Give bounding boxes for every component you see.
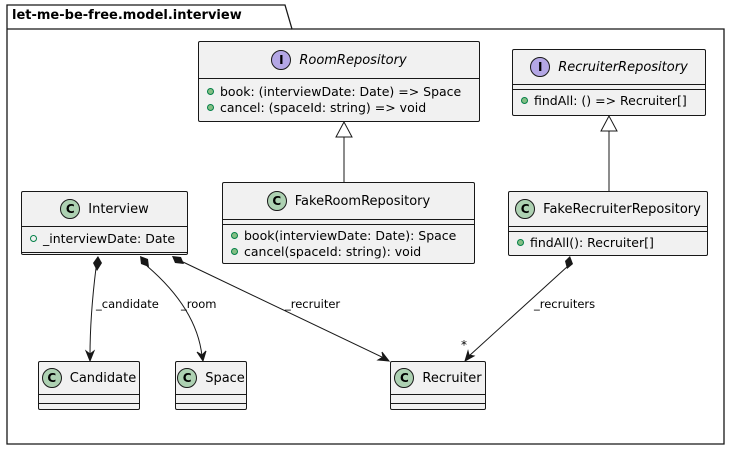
member-row: cancel: (spaceId: string) => void [207, 99, 473, 115]
public-field-icon [30, 234, 37, 242]
fake-room-repository-class[interactable]: C FakeRoomRepository book(interviewDate:… [222, 182, 475, 264]
member-text: book: (interviewDate: Date) => Space [220, 83, 462, 99]
composition-room-arrowhead [196, 350, 207, 363]
member-row: findAll: () => Recruiter[] [521, 92, 699, 108]
member-row: findAll(): Recruiter[] [517, 234, 701, 250]
public-method-icon [231, 247, 238, 255]
composition-recruiters-arrowhead [464, 349, 476, 363]
public-method-icon [517, 238, 524, 246]
composition-recruiter-diamond [172, 256, 184, 264]
generalization-room-arrowhead [335, 120, 353, 138]
interview-class[interactable]: C Interview _interviewDate: Date [21, 191, 188, 255]
member-row: _interviewDate: Date [30, 230, 181, 246]
class-name: RecruiterRepository [558, 59, 688, 75]
member-row: cancel(spaceId: string): void [231, 243, 468, 259]
generalization-recruiter-arrowhead [600, 114, 618, 132]
multiplicity-label: * [461, 338, 467, 352]
member-text: findAll(): Recruiter[] [530, 234, 654, 250]
composition-candidate-arrowhead [84, 349, 96, 363]
class-badge-icon: C [177, 368, 198, 388]
relation-label-room: _room [181, 297, 217, 311]
package-name: let-me-be-free.model.interview [12, 8, 242, 23]
relation-label-recruiters: _recruiters [534, 297, 596, 311]
composition-recruiter-line [182, 261, 385, 359]
class-name: Recruiter [422, 370, 482, 386]
class-badge-icon: C [394, 368, 415, 388]
class-badge-icon: C [515, 199, 536, 219]
composition-candidate-diamond [93, 256, 102, 271]
class-name: FakeRoomRepository [294, 193, 431, 209]
class-badge-icon: C [266, 191, 287, 211]
class-name: RoomRepository [299, 52, 407, 68]
relation-label-candidate: _candidate [96, 297, 159, 311]
class-name: Space [205, 370, 245, 386]
class-badge-icon: C [41, 368, 62, 388]
member-text: _interviewDate: Date [43, 230, 176, 246]
member-row: book: (interviewDate: Date) => Space [207, 83, 473, 99]
recruiter-repository-class[interactable]: I RecruiterRepository findAll: () => Rec… [512, 49, 706, 116]
public-method-icon [231, 231, 238, 239]
relation-label-recruiter: _recruiter [285, 297, 341, 311]
space-class[interactable]: C Space [175, 361, 247, 410]
candidate-class[interactable]: C Candidate [38, 361, 140, 410]
class-name: FakeRecruiterRepository [543, 201, 701, 217]
composition-candidate-line [89, 267, 97, 357]
fake-recruiter-repository-class[interactable]: C FakeRecruiterRepository findAll(): Rec… [508, 191, 708, 256]
room-repository-class[interactable]: I RoomRepository book: (interviewDate: D… [198, 41, 480, 122]
public-method-icon [521, 96, 528, 104]
composition-recruiter-arrowhead [376, 351, 391, 362]
composition-room-diamond [140, 256, 149, 267]
member-text: cancel: (spaceId: string) => void [220, 99, 427, 115]
class-name: Interview [88, 201, 149, 217]
class-badge-icon: C [60, 199, 81, 219]
composition-recruiters-line [468, 265, 569, 357]
member-text: book(interviewDate: Date): Space [244, 227, 457, 243]
member-row: book(interviewDate: Date): Space [231, 227, 468, 243]
composition-room-line [146, 265, 203, 357]
member-text: findAll: () => Recruiter[] [534, 92, 687, 108]
recruiter-class[interactable]: C Recruiter [390, 361, 486, 410]
interface-badge-icon: I [271, 50, 292, 70]
member-text: cancel(spaceId: string): void [244, 243, 422, 259]
interface-badge-icon: I [530, 57, 551, 77]
composition-recruiters-diamond [565, 256, 573, 269]
public-method-icon [207, 103, 214, 111]
package-frame [6, 4, 725, 445]
class-name: Candidate [69, 370, 137, 386]
public-method-icon [207, 87, 214, 95]
